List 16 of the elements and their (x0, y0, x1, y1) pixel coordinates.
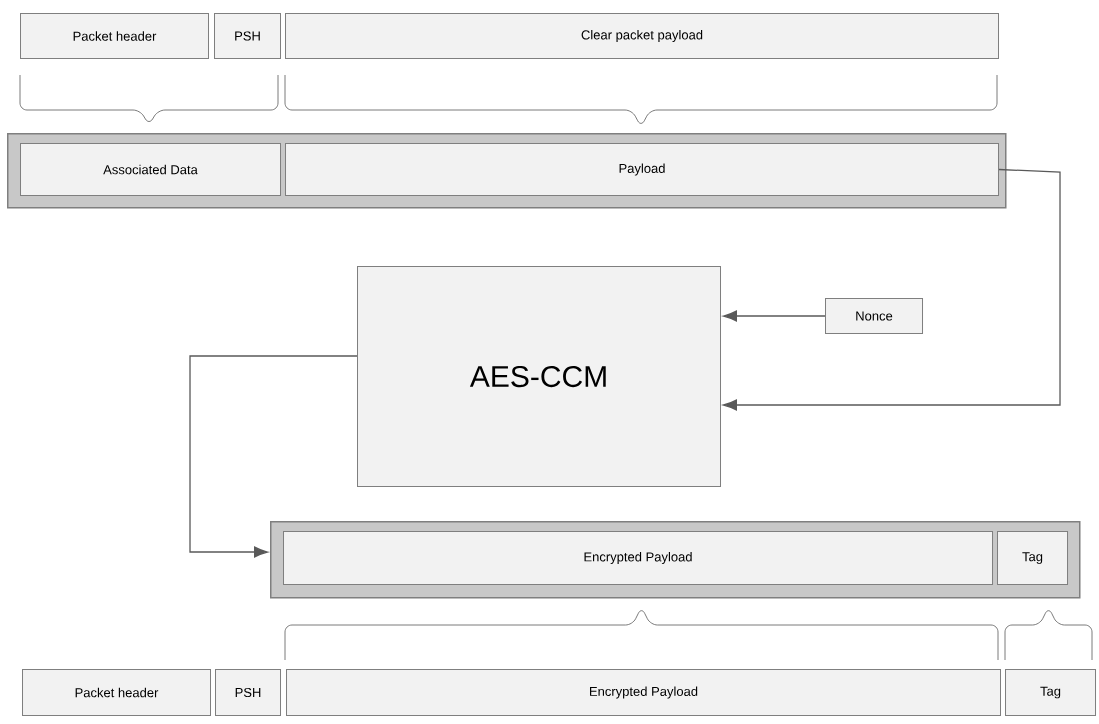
nonce-box: Nonce (825, 298, 923, 334)
field-box: PSH (214, 13, 281, 59)
field-box: Payload (285, 143, 999, 196)
field-box: Tag (1005, 669, 1096, 716)
process-box: AES-CCM (357, 266, 721, 487)
field-box: Tag (997, 531, 1068, 585)
arrow (723, 168, 1061, 411)
field-box: Associated Data (20, 143, 281, 196)
arrow (189, 355, 358, 558)
field-box: Clear packet payload (285, 13, 999, 59)
field-box: Packet header (20, 13, 209, 59)
field-box: Encrypted Payload (283, 531, 993, 585)
field-box: Encrypted Payload (286, 669, 1001, 716)
field-box: PSH (215, 669, 281, 716)
arrow (723, 310, 826, 322)
field-box: Packet header (22, 669, 211, 716)
